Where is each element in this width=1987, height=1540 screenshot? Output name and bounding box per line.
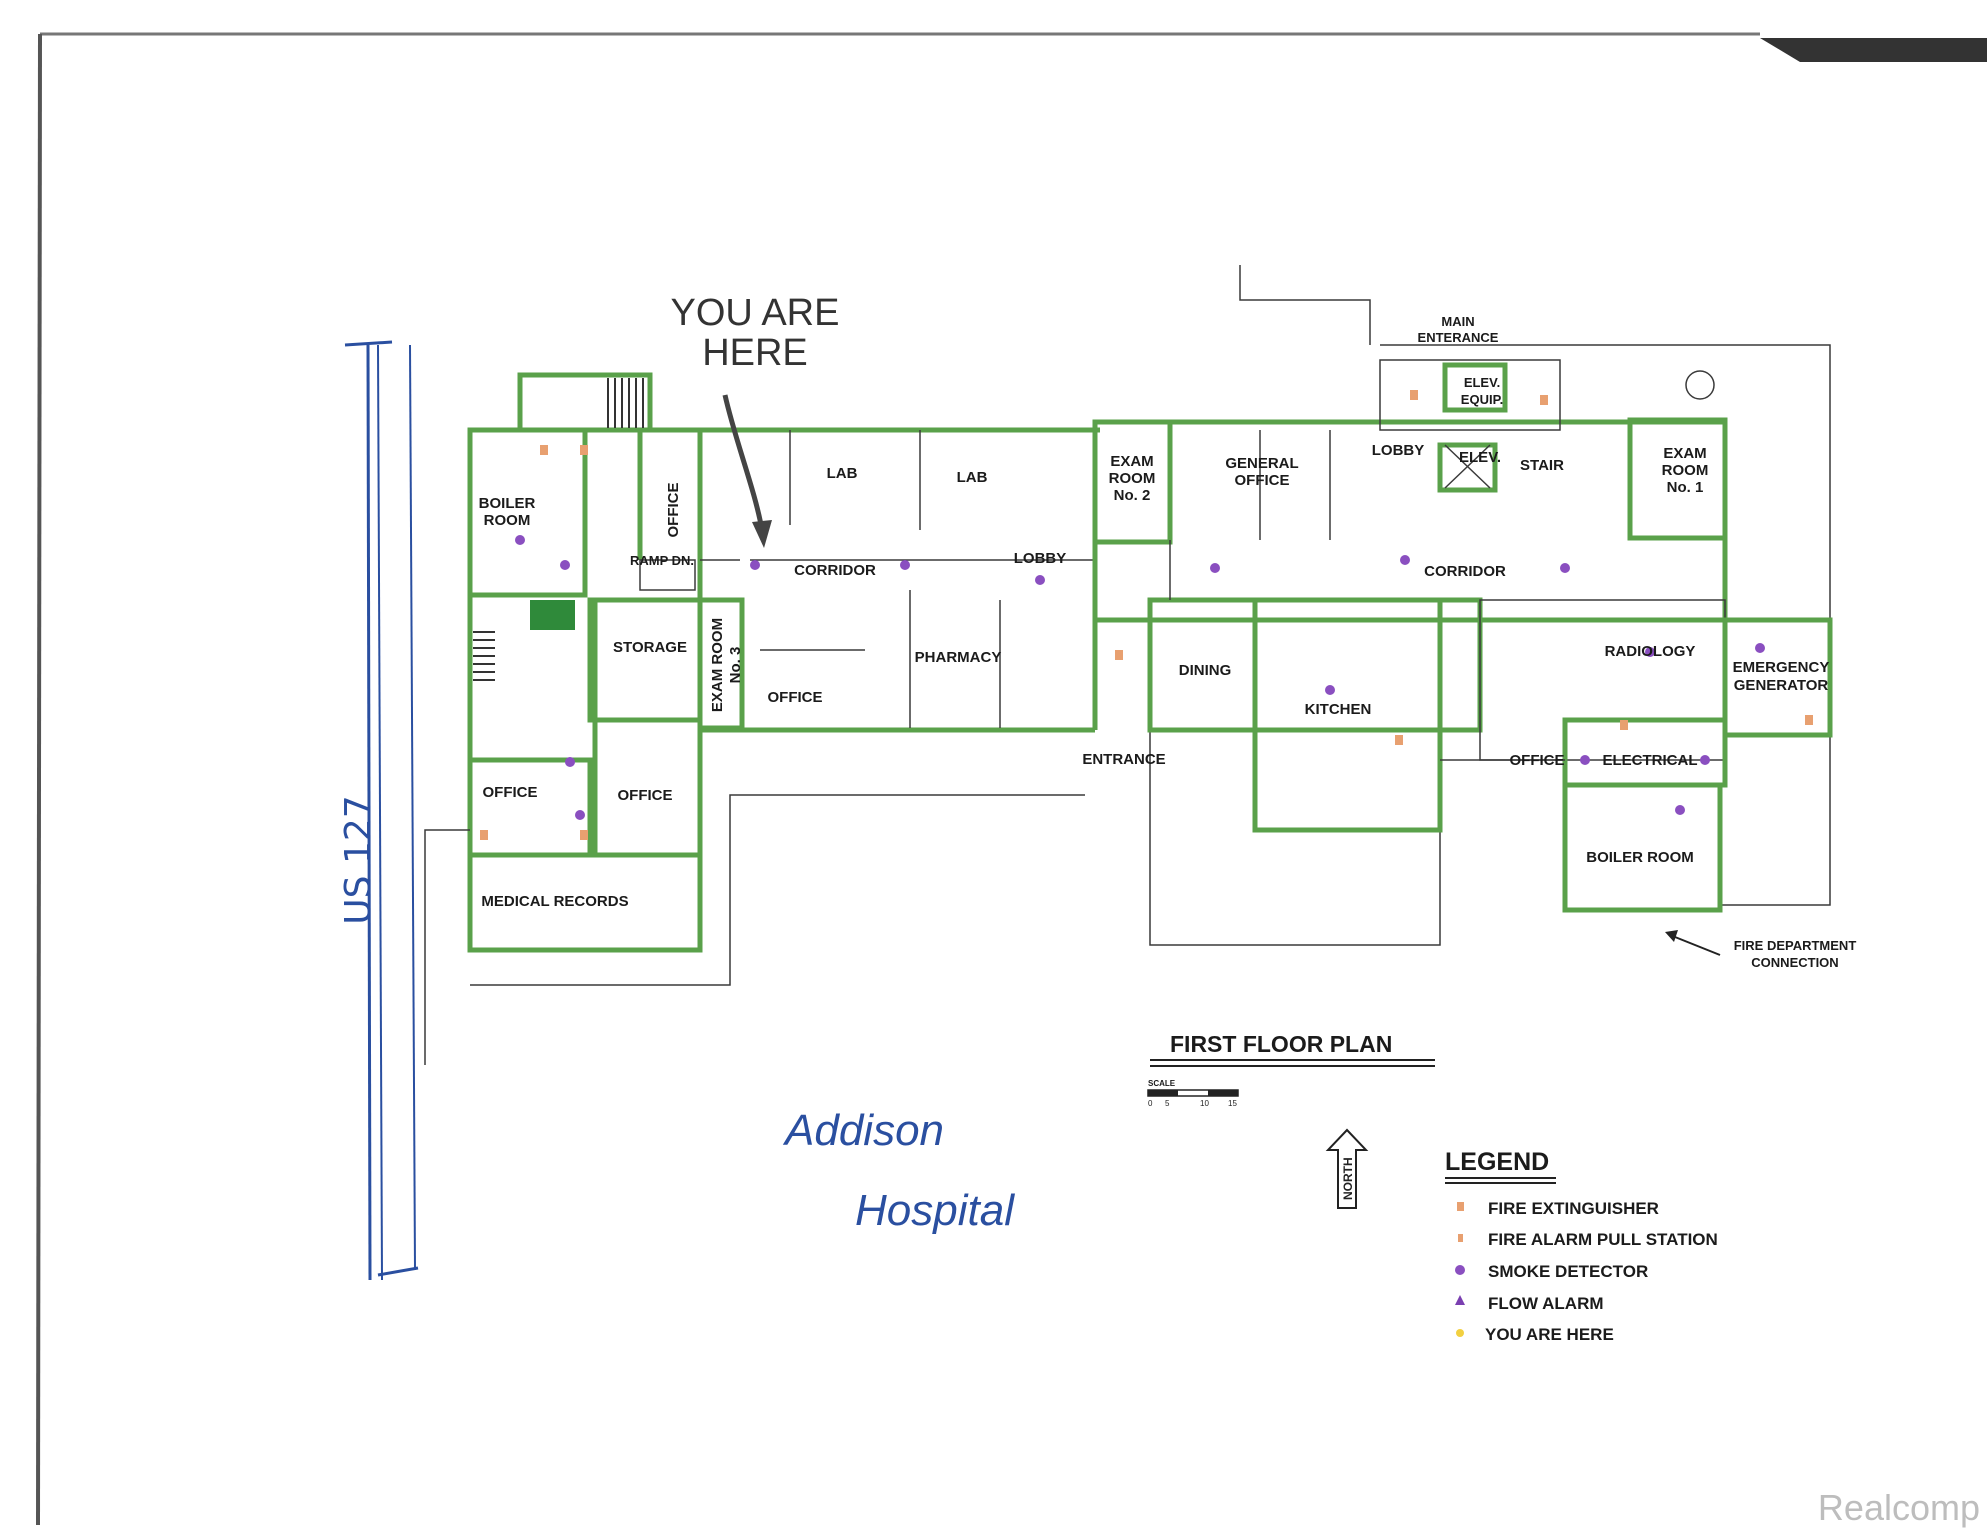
medical-records-label: MEDICAL RECORDS [481,893,628,910]
radiology-label: RADIOLOGY [1605,643,1696,660]
scale-tick-10: 10 [1200,1099,1209,1108]
kitchen-label: KITCHEN [1305,701,1372,718]
scale-label: SCALE [1148,1079,1176,1088]
watermark-text: Realcomp [1818,1487,1980,1528]
room-labels: BOILER ROOM OFFICE LAB LAB RAMP DN. CORR… [479,314,1857,970]
legend-title: LEGEND [1445,1148,1549,1176]
legend-item-you-are-here: YOU ARE HERE [1485,1325,1614,1344]
lobby-east-label: LOBBY [1372,442,1425,459]
lobby-west-label: LOBBY [1014,550,1067,567]
entrance-label: ENTRANCE [1082,751,1165,768]
main-entrance-label-2: ENTERANCE [1418,330,1499,345]
legend: LEGEND FIRE EXTINGUISHER FIRE ALARM PULL… [1445,1148,1718,1344]
elev-label: ELEV. [1459,449,1501,466]
scan-border [36,32,1987,1526]
boiler-room-west-label-1: BOILER [479,495,536,512]
elev-equip-label-1: ELEV. [1464,375,1500,390]
office-west-b-label: OFFICE [618,787,673,804]
you-are-here-line-1: YOU ARE [671,292,840,334]
fire-extinguisher-icon [1457,1202,1464,1211]
legend-item-flow-alarm: FLOW ALARM [1488,1294,1604,1313]
legend-item-fire-extinguisher: FIRE EXTINGUISHER [1488,1199,1659,1218]
stair-label: STAIR [1520,457,1564,474]
annotation-you-are-here: YOU ARE HERE [671,292,840,374]
scale-tick-5: 5 [1165,1099,1170,1108]
you-are-here-line-2: HERE [702,332,808,374]
fire-department-label-2: CONNECTION [1751,955,1838,970]
lab-1-label: LAB [827,465,858,482]
plan-title: FIRST FLOOR PLAN [1170,1031,1392,1057]
corridor-east-label: CORRIDOR [1424,563,1506,580]
road-label: US 127 [338,795,379,924]
office-east-label: OFFICE [1510,752,1565,769]
office-north-label: OFFICE [665,483,682,538]
storage-label: STORAGE [613,639,687,656]
plan-title-block: FIRST FLOOR PLAN SCALE 0 5 10 15 [1147,1031,1435,1108]
general-office-label-1: GENERAL [1225,455,1298,472]
emergency-generator-label-2: GENERATOR [1734,677,1829,694]
fire-department-label-1: FIRE DEPARTMENT [1734,938,1857,953]
fire-department-arrow-icon [1665,930,1721,956]
you-are-here-icon [1456,1329,1464,1337]
office-west-a-label: OFFICE [483,784,538,801]
electrical-label: ELECTRICAL [1603,752,1698,769]
general-office-label-2: OFFICE [1235,472,1290,489]
north-label: NORTH [1341,1157,1355,1200]
west-wing-walls [467,372,1100,953]
smoke-detector-icon [1455,1265,1465,1275]
legend-item-smoke-detector: SMOKE DETECTOR [1488,1262,1648,1281]
main-entrance-label-1: MAIN [1441,314,1474,329]
scale-tick-0: 0 [1148,1099,1153,1108]
exam-room-1-label-2: ROOM [1662,462,1709,479]
pharmacy-label: PHARMACY [915,649,1002,666]
exam-room-3-label-1: EXAM ROOM [709,618,726,712]
exam-room-2-label-2: ROOM [1109,470,1156,487]
flow-alarm-icon [1455,1295,1465,1305]
elev-equip-label-2: EQUIP. [1461,392,1503,407]
you-are-here-arrow-icon [722,394,772,548]
emergency-generator-label-1: EMERGENCY [1733,659,1830,676]
boiler-room-west-label-2: ROOM [484,512,531,529]
exam-room-2-label-1: EXAM [1110,453,1153,470]
scale-tick-15: 15 [1228,1099,1237,1108]
boiler-room-east-label: BOILER ROOM [1586,849,1694,866]
facility-line-1: Addison [782,1106,944,1155]
exam-room-3-label-2: No. 3 [727,647,744,684]
exam-room-1-label-1: EXAM [1663,445,1706,462]
exam-room-1-label-3: No. 1 [1667,479,1704,496]
fire-extinguishers [480,390,1813,840]
dining-label: DINING [1179,662,1232,679]
facility-line-2: Hospital [855,1186,1015,1235]
office-small-label: OFFICE [768,689,823,706]
pull-station-icon [1458,1234,1463,1242]
legend-item-pull-station: FIRE ALARM PULL STATION [1488,1230,1718,1249]
lab-2-label: LAB [957,469,988,486]
smoke-detectors [515,535,1765,820]
corridor-west-label: CORRIDOR [794,562,876,579]
north-arrow-icon: NORTH [1325,1128,1369,1209]
east-wing-walls [1092,359,1833,913]
exam-room-2-label-3: No. 2 [1114,487,1151,504]
ramp-label: RAMP DN. [630,553,694,568]
facility-label: Addison Hospital [782,1106,1015,1235]
stair-symbols [473,378,644,681]
